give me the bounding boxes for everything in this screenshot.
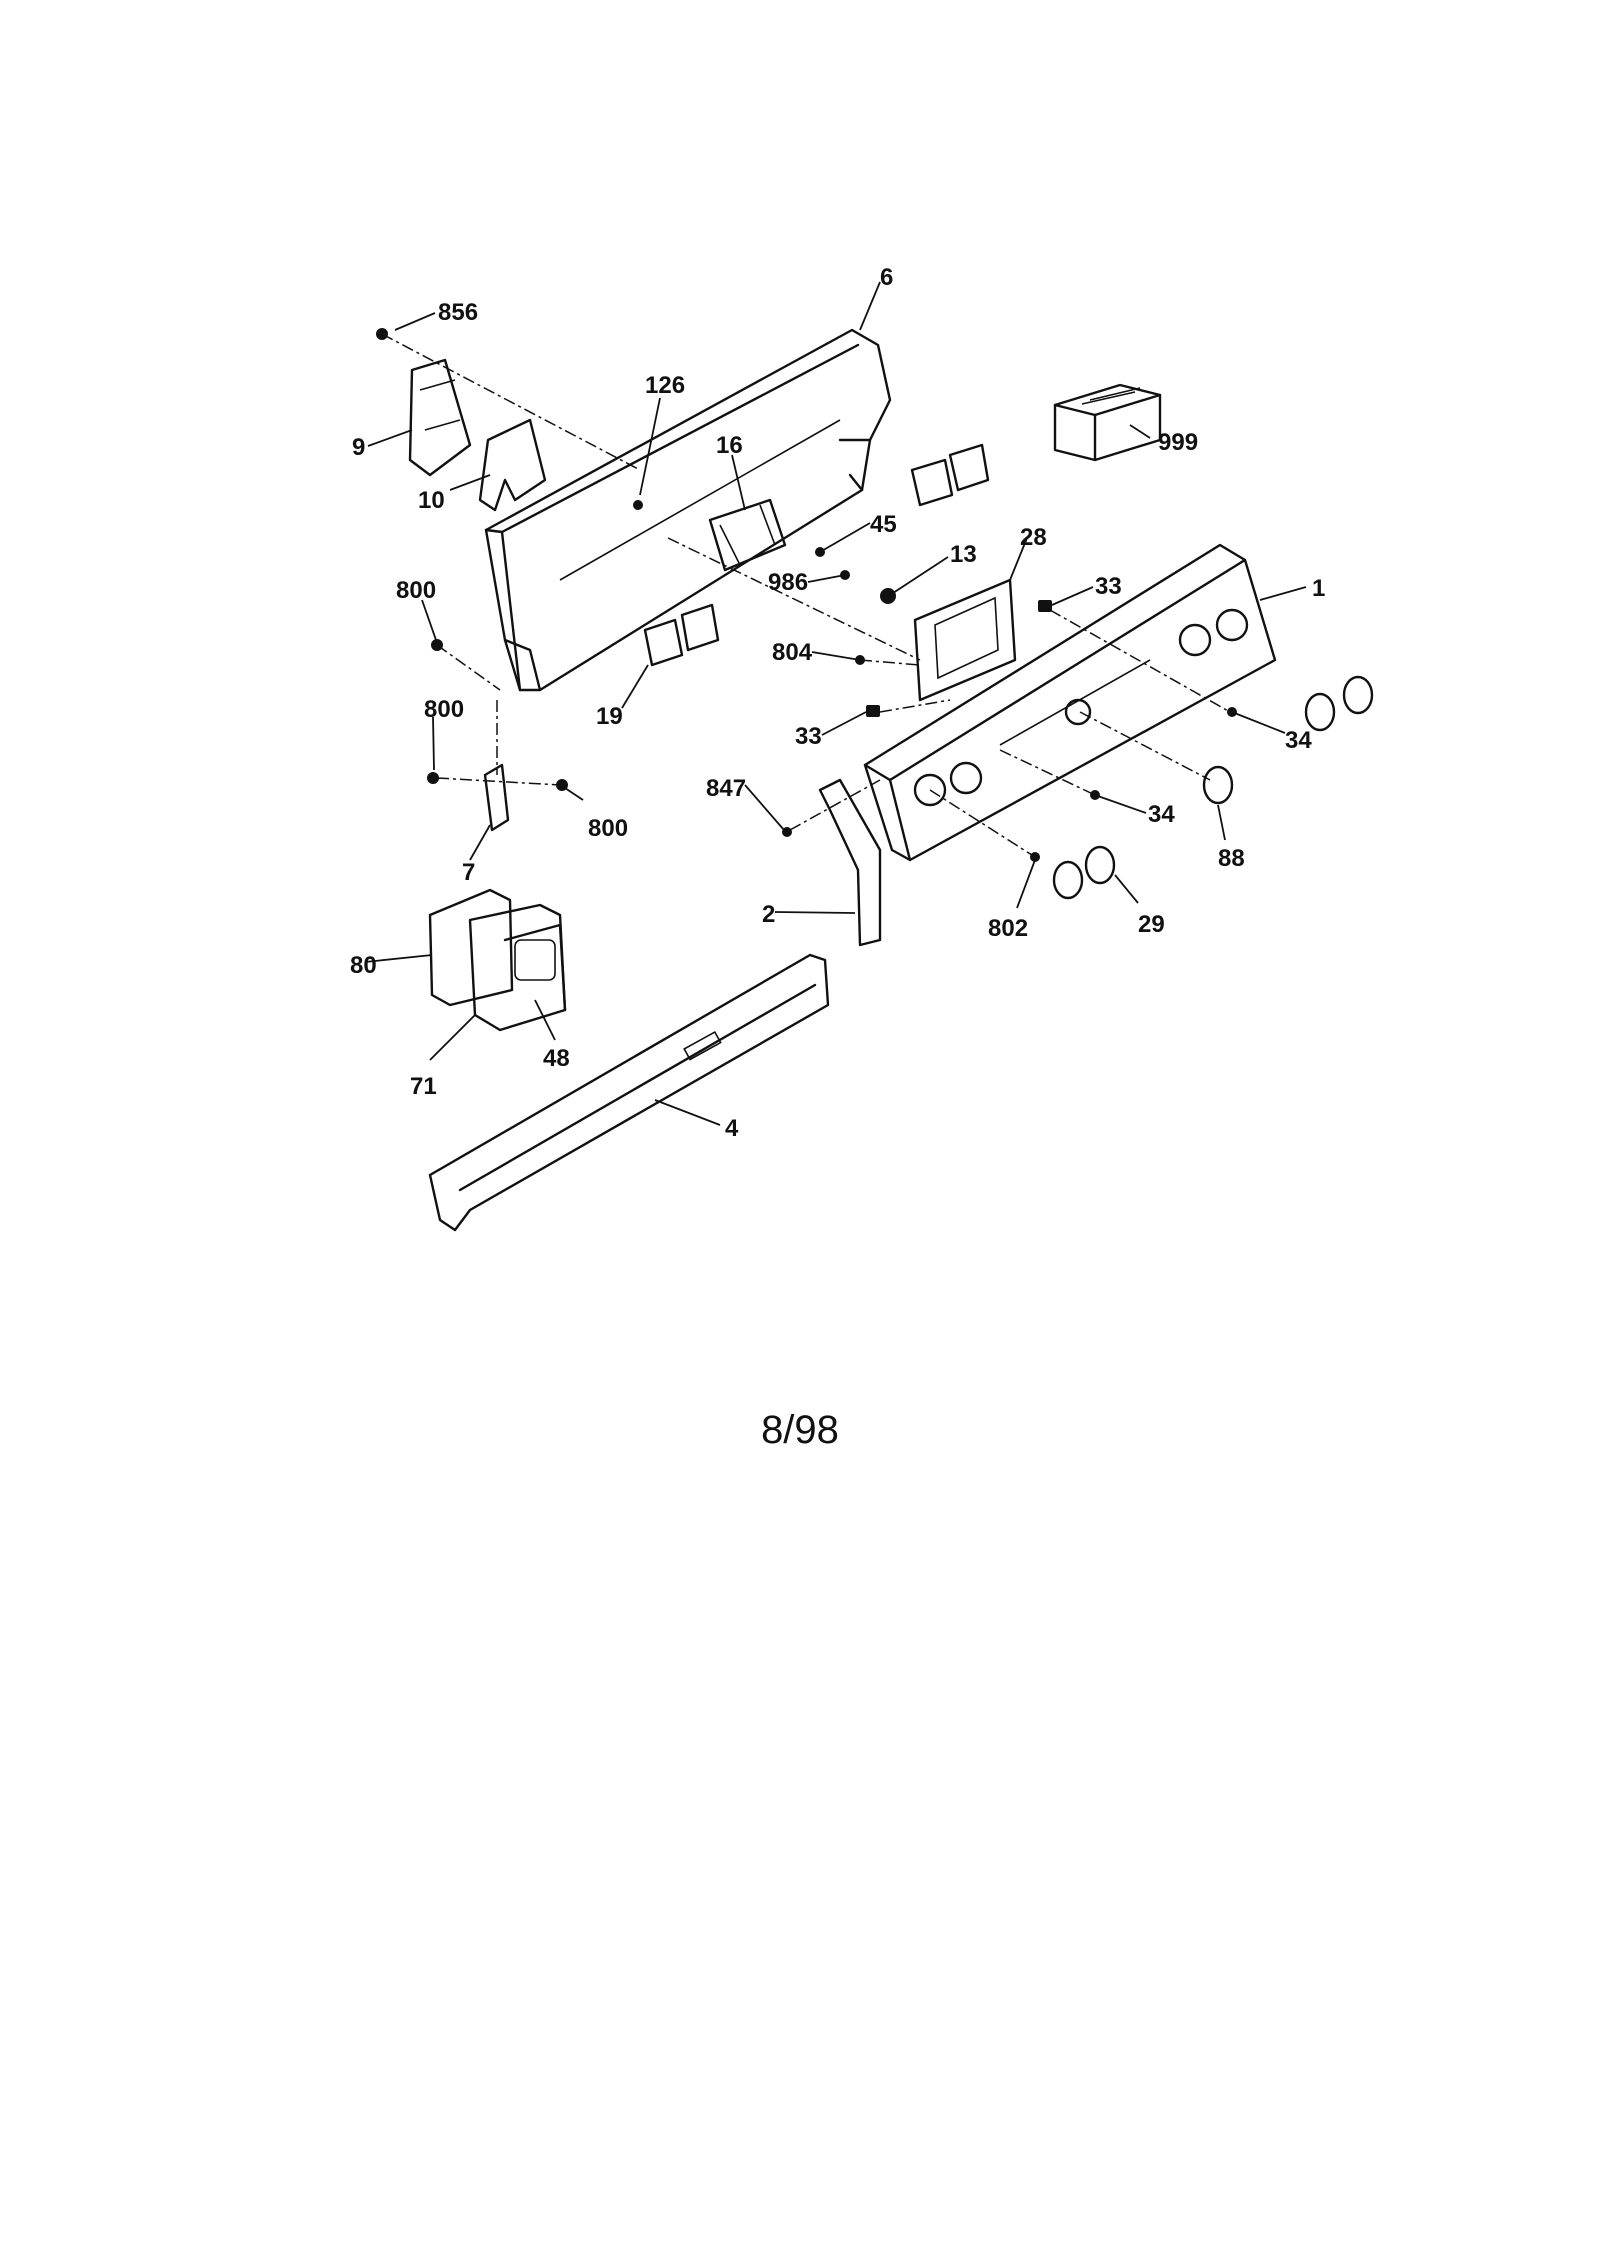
- switch-pair-upper-right: [910, 443, 990, 507]
- callout-9: 9: [352, 434, 365, 461]
- callout-71: 71: [410, 1073, 437, 1100]
- callout-800-middle: 800: [424, 696, 464, 723]
- part-7-bracket: [483, 763, 510, 832]
- callout-7: 7: [462, 859, 475, 886]
- fasteners: [376, 328, 1237, 862]
- callout-847: 847: [706, 775, 746, 802]
- callout-800-lower: 800: [588, 815, 628, 842]
- part-2-end-cap: [818, 778, 882, 947]
- assembly-axes: [381, 333, 1231, 858]
- part-1-control-panel: [863, 543, 1277, 862]
- knobs-29: [1052, 845, 1116, 900]
- knobs-34: [1304, 675, 1374, 732]
- callout-126: 126: [645, 372, 685, 399]
- callout-45: 45: [870, 511, 897, 538]
- callout-2: 2: [762, 901, 775, 928]
- callout-labels: 856 6 126 999 9 16 10 45 28 800 986 13 3…: [350, 264, 1325, 1142]
- part-16-control: [708, 498, 787, 572]
- callout-804: 804: [772, 639, 813, 666]
- callout-13: 13: [950, 541, 977, 568]
- part-80-71-48-clock: [428, 888, 567, 1032]
- callout-33-upper: 33: [1095, 573, 1122, 600]
- part-4-bottom-trim: [428, 953, 830, 1232]
- part-10-bracket: [478, 418, 547, 512]
- callout-28: 28: [1020, 524, 1047, 551]
- part-6-backsplash-frame: [484, 328, 892, 692]
- part-19-switch-pair: [643, 603, 720, 667]
- callout-6: 6: [880, 264, 893, 291]
- callout-1: 1: [1312, 575, 1325, 602]
- callout-34-center: 34: [1148, 801, 1175, 828]
- callout-10: 10: [418, 487, 445, 514]
- callout-986: 986: [768, 569, 808, 596]
- callout-4: 4: [725, 1115, 739, 1142]
- callout-999: 999: [1158, 429, 1198, 456]
- callout-33-lower: 33: [795, 723, 822, 750]
- part-999-box: [1053, 383, 1162, 462]
- callout-88: 88: [1218, 845, 1245, 872]
- callout-800-upper: 800: [396, 577, 436, 604]
- part-28-window-bracket: [913, 578, 1017, 702]
- callout-16: 16: [716, 432, 743, 459]
- callout-19: 19: [596, 703, 623, 730]
- callout-802: 802: [988, 915, 1028, 942]
- callout-80: 80: [350, 952, 377, 979]
- leader-lines: [364, 281, 1307, 1126]
- knob-88: [1202, 765, 1234, 805]
- callout-48: 48: [543, 1045, 570, 1072]
- callout-29: 29: [1138, 911, 1165, 938]
- part-9-bracket: [408, 358, 472, 477]
- page-number: 8/98: [761, 1408, 839, 1452]
- callout-34-right: 34: [1285, 727, 1312, 754]
- callout-856: 856: [438, 299, 478, 326]
